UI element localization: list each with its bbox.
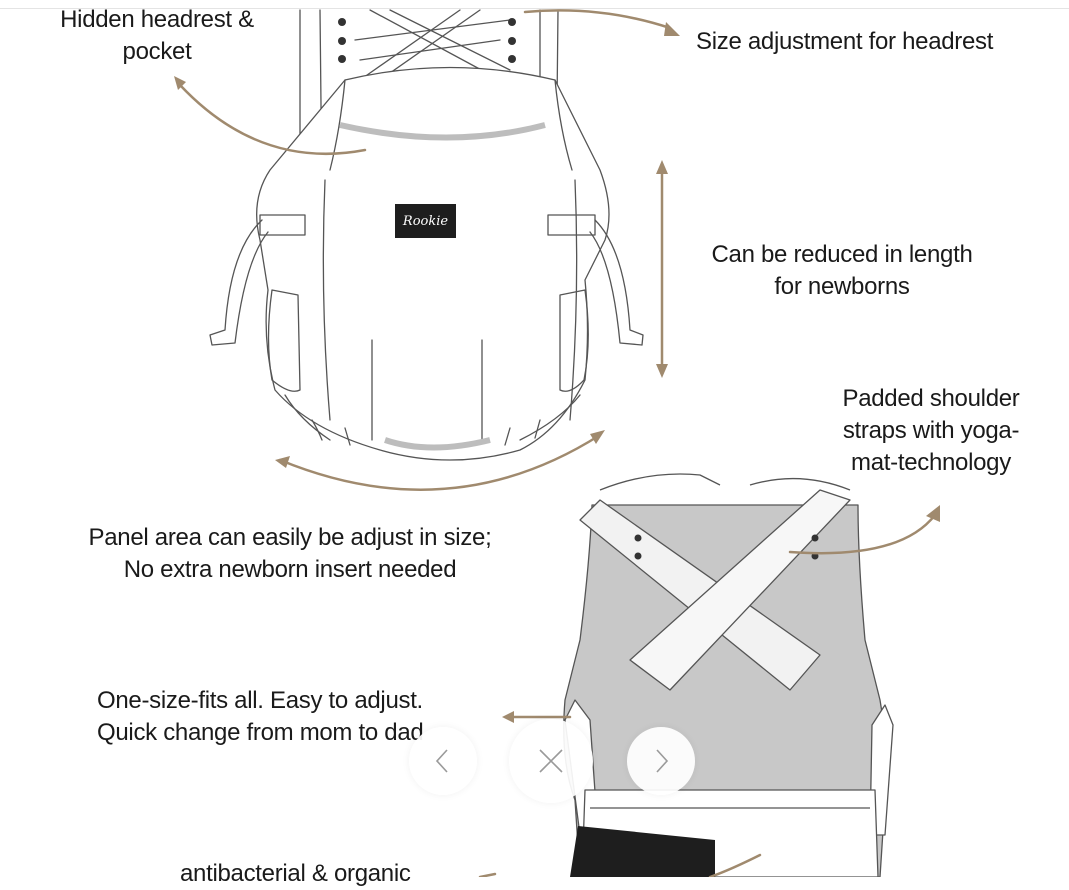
- label-one-size: One-size-fits all. Easy to adjust. Quick…: [97, 685, 424, 749]
- label-line: Quick change from mom to dad: [97, 719, 424, 746]
- top-divider: [0, 8, 1069, 9]
- label-line: straps with yoga-: [842, 417, 1020, 444]
- label-line: pocket: [122, 38, 192, 65]
- label-line: for newborns: [774, 273, 910, 300]
- label-line: No extra newborn insert needed: [123, 556, 457, 583]
- brand-logo-text: Rookie: [402, 213, 449, 229]
- label-size-adjustment: Size adjustment for headrest: [696, 26, 993, 58]
- label-line: antibacterial & organic: [180, 860, 411, 887]
- brand-logo: Rookie: [395, 204, 456, 238]
- chevron-left-icon: [435, 749, 448, 773]
- label-line: One-size-fits all. Easy to adjust.: [97, 687, 423, 714]
- previous-button[interactable]: [409, 727, 477, 795]
- close-icon: [539, 749, 563, 773]
- label-reduced-length: Can be reduced in length for newborns: [694, 239, 990, 303]
- chevron-right-icon: [656, 749, 669, 773]
- label-antibacterial: antibacterial & organic: [180, 858, 411, 890]
- next-button[interactable]: [627, 727, 695, 795]
- label-padded-straps: Padded shoulder straps with yoga- mat-te…: [822, 383, 1040, 479]
- close-button[interactable]: [509, 719, 593, 803]
- label-line: mat-technology: [851, 449, 1011, 476]
- label-line: Can be reduced in length: [711, 241, 973, 268]
- label-headrest-pocket: Hidden headrest & pocket: [52, 4, 262, 68]
- label-line: Padded shoulder: [842, 385, 1020, 412]
- label-panel-area: Panel area can easily be adjust in size;…: [52, 522, 528, 586]
- label-line: Hidden headrest &: [60, 6, 254, 33]
- label-line: Size adjustment for headrest: [696, 28, 994, 55]
- label-line: Panel area can easily be adjust in size;: [88, 524, 492, 551]
